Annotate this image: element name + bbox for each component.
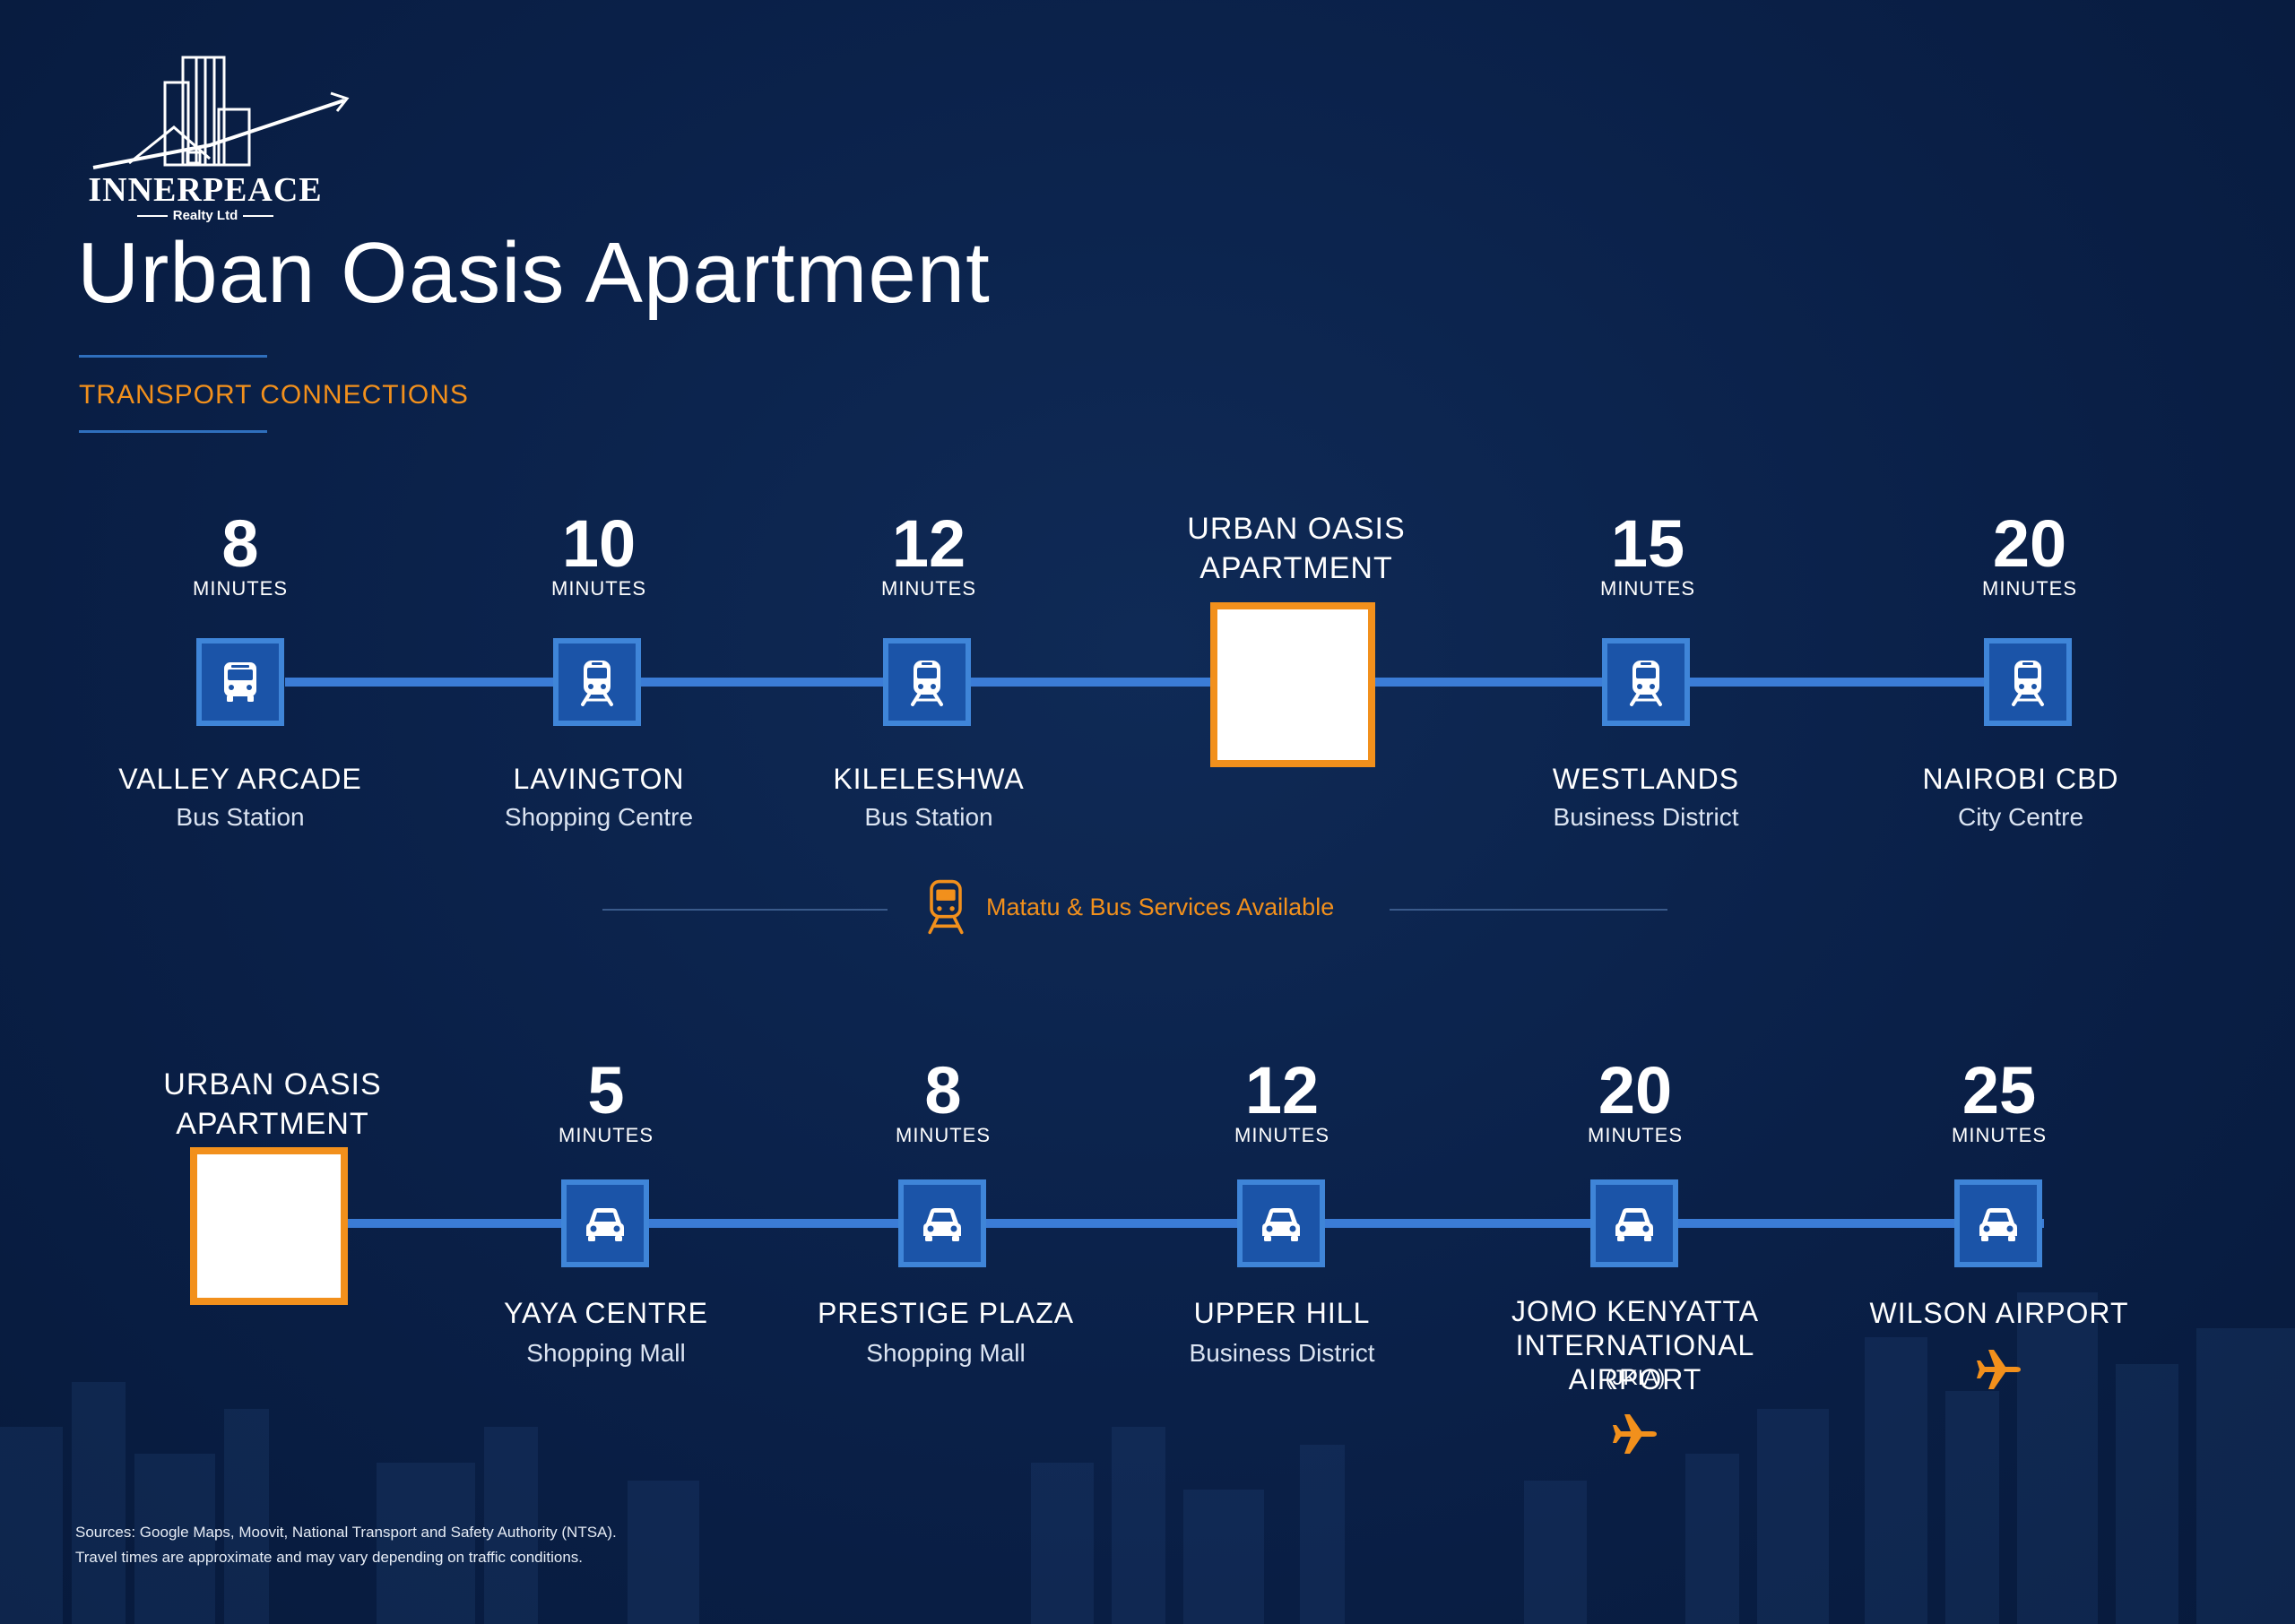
brand-name: INNERPEACE [88,171,323,209]
car-icon [1237,1179,1325,1267]
airplane-icon [1974,1344,2024,1395]
sources-note: Sources: Google Maps, Moovit, National T… [75,1520,617,1570]
car-icon [1954,1179,2042,1267]
services-divider-left [602,909,888,911]
stop-name: VALLEY ARCADE [118,763,362,795]
bus-icon [196,638,284,726]
sources-line2: Travel times are approximate and may var… [75,1549,584,1566]
stop-description: Business District [1553,803,1739,831]
services-note: Matatu & Bus Services Available [923,878,1334,936]
section-subtitle: TRANSPORT CONNECTIONS [79,380,469,410]
stop-name-line2: INTERNATIONAL AIRPORT [1515,1329,1755,1395]
time-unit: MINUTES [551,577,646,600]
apartment-label-line1: URBAN OASIS [1187,512,1406,546]
travel-time: 12 [1244,1053,1320,1127]
city-skyline-background [0,1292,2295,1624]
car-icon [1590,1179,1678,1267]
time-unit: MINUTES [559,1124,654,1146]
train-icon [1602,638,1690,726]
car-icon [898,1179,986,1267]
route-line-row2 [341,1219,2044,1228]
apartment-box [1210,602,1375,767]
travel-time: 8 [924,1053,962,1127]
car-icon [561,1179,649,1267]
apartment-label: URBAN OASIS APARTMENT [1162,509,1431,588]
airplane-icon [1610,1409,1660,1459]
apartment-box [190,1147,348,1305]
time-unit: MINUTES [1588,1124,1683,1146]
travel-time: 8 [221,506,259,581]
travel-time: 12 [891,506,966,581]
stop-description: Bus Station [864,803,993,831]
stop-name: WESTLANDS [1552,763,1740,795]
stop-name-line1: JOMO KENYATTA [1511,1295,1760,1327]
apartment-label: URBAN OASIS APARTMENT [138,1065,407,1144]
time-unit: MINUTES [1600,577,1695,600]
services-label: Matatu & Bus Services Available [986,893,1335,920]
travel-time: 10 [561,506,637,581]
company-logo [92,56,350,169]
stop-description: City Centre [1957,803,2084,831]
stop-description: Shopping Mall [526,1339,686,1367]
apartment-label-line2: APARTMENT [1199,551,1393,585]
travel-time: 25 [1962,1053,2037,1127]
time-unit: MINUTES [1982,577,2077,600]
apartment-label-line2: APARTMENT [176,1107,369,1141]
travel-time: 5 [587,1053,625,1127]
stop-name: UPPER HILL [1193,1297,1371,1329]
time-unit: MINUTES [193,577,288,600]
time-unit: MINUTES [1234,1124,1329,1146]
stop-name: JOMO KENYATTA INTERNATIONAL AIRPORT [1447,1294,1823,1396]
train-icon [1984,638,2072,726]
route-line-row1 [285,678,2039,687]
stop-description: (JKIA) [1605,1366,1666,1390]
stop-description: Bus Station [176,803,305,831]
stop-name: NAIROBI CBD [1922,763,2119,795]
time-unit: MINUTES [1952,1124,2047,1146]
time-unit: MINUTES [896,1124,991,1146]
stop-name: YAYA CENTRE [504,1297,708,1329]
sources-line1: Sources: Google Maps, Moovit, National T… [75,1524,617,1541]
travel-time: 15 [1610,506,1685,581]
train-icon [553,638,641,726]
stop-name: LAVINGTON [513,763,685,795]
train-icon [928,879,964,935]
title-divider-top [79,355,267,358]
stop-name: KILELESHWA [833,763,1025,795]
train-icon [883,638,971,726]
stop-name: WILSON AIRPORT [1869,1297,2129,1329]
brand-subtitle: Realty Ltd [75,208,335,223]
title-divider-bottom [79,430,267,433]
stop-description: Shopping Mall [866,1339,1026,1367]
stop-description: Shopping Centre [504,803,694,831]
services-divider-right [1390,909,1667,911]
stop-description: Business District [1189,1339,1375,1367]
time-unit: MINUTES [881,577,976,600]
apartment-label-line1: URBAN OASIS [163,1067,382,1101]
stop-name: PRESTIGE PLAZA [817,1297,1075,1329]
travel-time: 20 [1992,506,2067,581]
travel-time: 20 [1598,1053,1673,1127]
page-title: Urban Oasis Apartment [77,225,991,321]
